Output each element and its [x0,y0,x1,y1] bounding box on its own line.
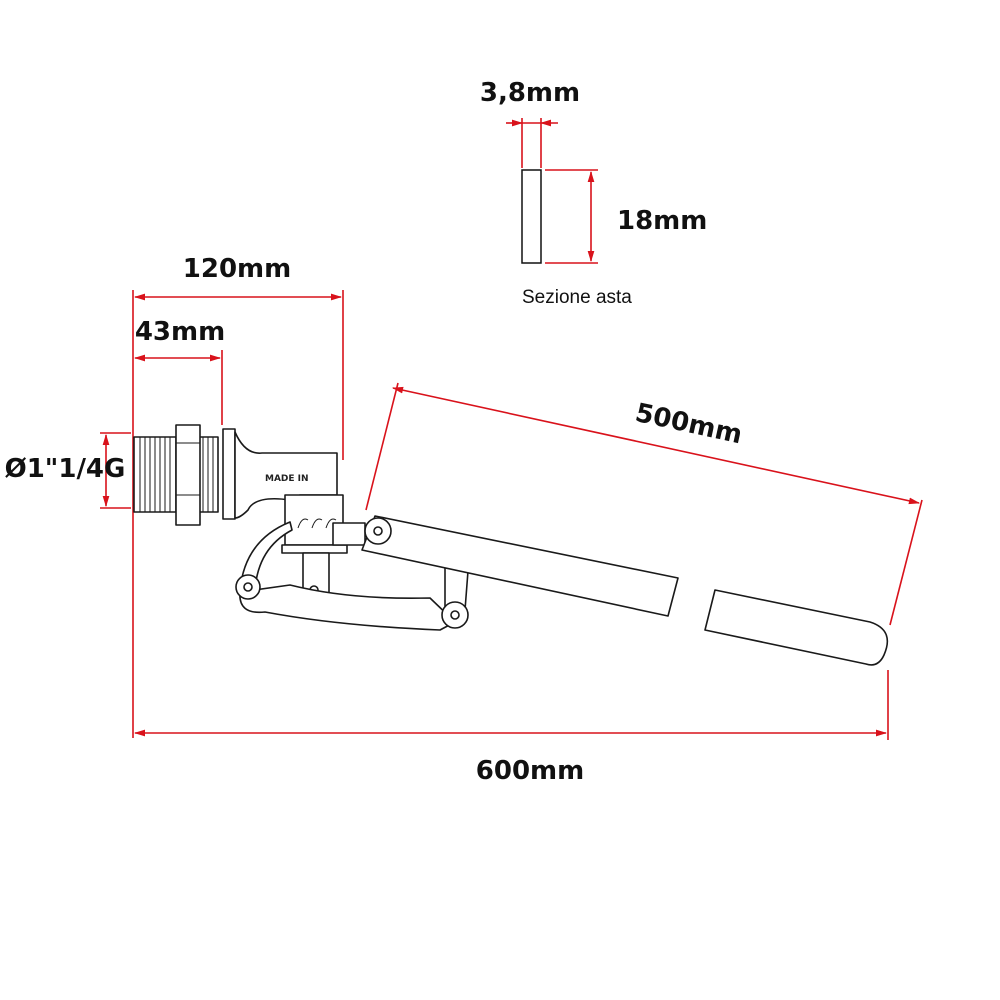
thread-length-label: 43mm [135,317,225,347]
pivot-pin [243,582,253,592]
extension-line [889,499,923,626]
spring [297,518,337,529]
flange [222,428,236,520]
valve-neck [234,431,338,519]
dimension-line [391,386,921,505]
lever-lower-arm [239,584,456,631]
valve-dimensions: 120mm 43mm Ø1"1/4G 600mm 500mm [5,254,923,786]
rod-section: 3,8mm 18mm Sezione asta [480,78,708,308]
rod-end-segment [704,589,889,666]
body-length-label: 120mm [183,254,291,284]
rod-thickness-label: 3,8mm [480,78,580,108]
valve-housing [284,494,344,546]
valve-body: MADE IN [133,424,366,599]
rod-section-rect [521,169,542,264]
rod-length-label: 500mm [633,398,745,450]
link-pin [450,610,460,620]
total-length-label: 600mm [476,756,584,786]
thread-diameter-label: Ø1"1/4G [5,454,126,484]
housing-base [281,544,348,554]
lever-bracket [239,521,293,591]
made-in-marking: MADE IN [265,474,309,484]
rod-pin [373,526,383,536]
float-rod [361,515,889,666]
rod-height-label: 18mm [617,206,707,236]
rod-segment [361,515,679,617]
thread-lines [139,437,214,512]
extension-line [365,382,399,511]
lock-nut [175,424,201,526]
plunger [332,522,366,546]
section-caption: Sezione asta [522,287,632,308]
